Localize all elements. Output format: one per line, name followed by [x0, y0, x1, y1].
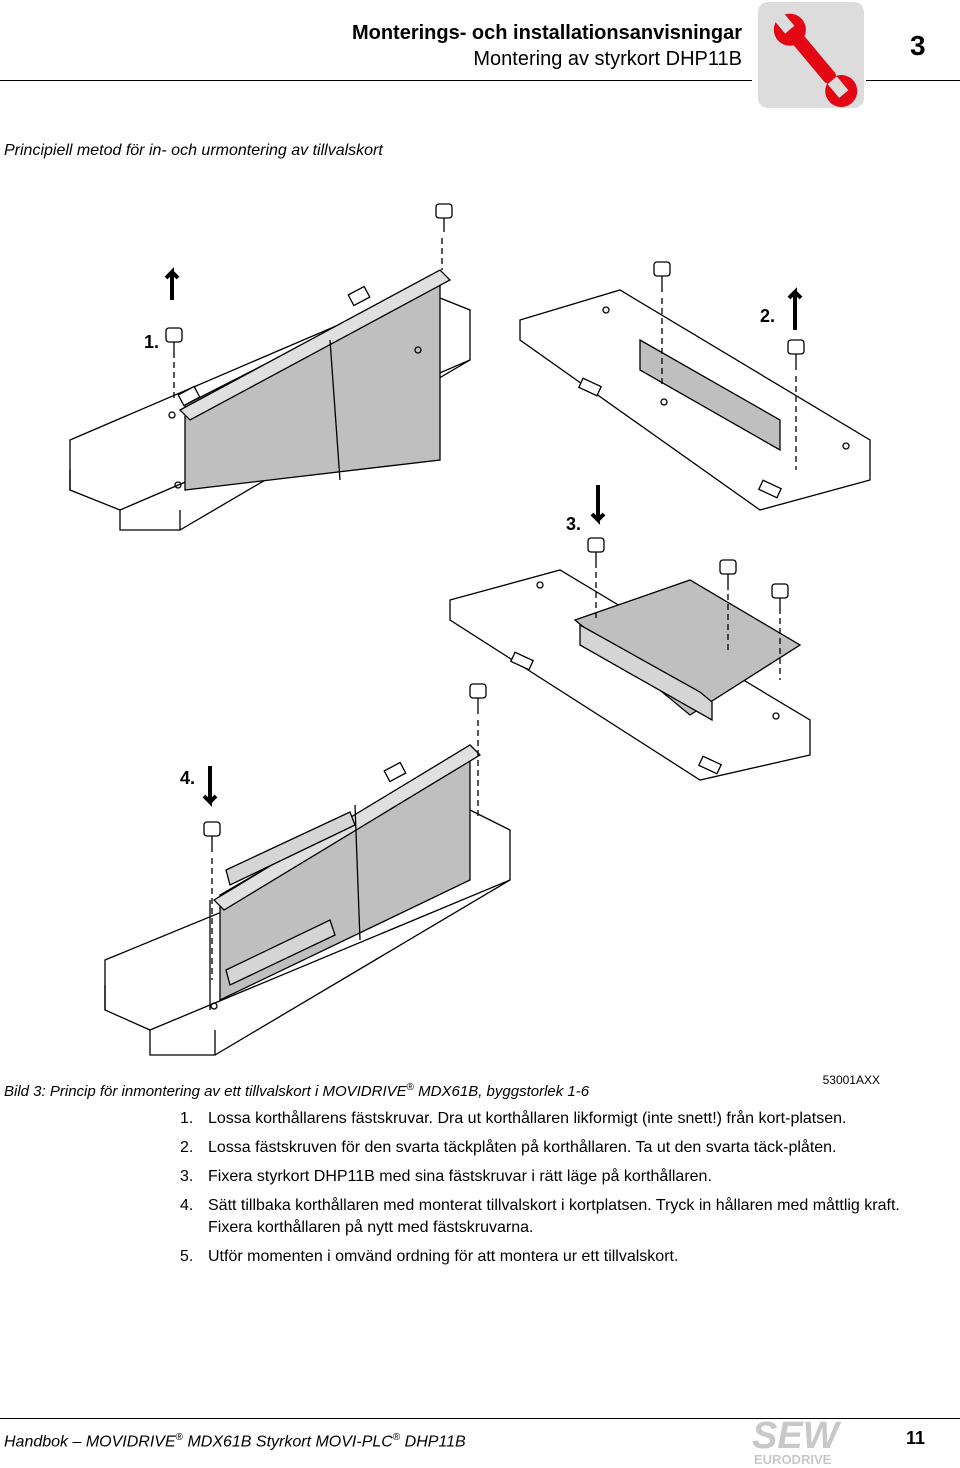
step-text: Fixera styrkort DHP11B med sina fästskru… [208, 1168, 712, 1185]
header-title: Monterings- och installationsanvisningar [351, 22, 742, 44]
step1-assembly [69, 269, 471, 531]
step3-screws [587, 537, 789, 680]
step-number: 3. [180, 1168, 194, 1185]
step-number: 5. [180, 1248, 194, 1265]
list-item: 5. Utför momenten i omvänd ordning för at… [180, 1246, 908, 1268]
step2-screws [653, 261, 805, 470]
wrench-icon [773, 12, 858, 107]
step-number: 1. [180, 1110, 194, 1127]
step-text: Lossa korthållarens fästskruvar. Dra ut … [208, 1110, 847, 1127]
list-item: 3. Fixera styrkort DHP11B med sina fästsk… [180, 1166, 908, 1188]
step-number: 2. [180, 1139, 194, 1156]
step1-screws [165, 203, 453, 400]
step-text: Utför momenten i omvänd ordning för att … [208, 1248, 679, 1265]
footer-title: Handbok – MOVIDRIVE® MDX61B Styrkort MOV… [4, 1432, 466, 1451]
step-label-2: 2. [760, 306, 775, 326]
caption-suffix: MDX61B, byggstorlek 1-6 [414, 1083, 590, 1100]
list-item: 4. Sätt tillbaka korthållaren med montera… [180, 1195, 908, 1239]
step3-assembly [449, 569, 811, 781]
list-item: 1. Lossa korthållarens fästskruvar. Dra u… [180, 1108, 908, 1130]
footer-divider [0, 1418, 960, 1419]
registered-mark: ® [406, 1082, 415, 1093]
mounting-figure: 1. 2. 3. 4. [69, 203, 871, 1056]
registered-mark: ® [175, 1432, 183, 1443]
svg-text:EURODRIVE: EURODRIVE [754, 1452, 832, 1467]
header-subtitle: Montering av styrkort DHP11B [473, 48, 742, 70]
sew-eurodrive-logo: SEW EURODRIVE [752, 1415, 842, 1467]
header-divider [0, 80, 752, 81]
svg-text:SEW: SEW [752, 1415, 842, 1457]
page-number: 11 [906, 1428, 926, 1448]
caption-prefix: Bild 3: Princip för inmontering av ett t… [4, 1083, 407, 1100]
header-divider-right [866, 80, 960, 81]
step2-assembly [519, 289, 871, 511]
step-list: 1. Lossa korthållarens fästskruvar. Dra u… [180, 1108, 908, 1275]
step-text: Lossa fästskruven för den svarta täckplå… [208, 1139, 837, 1156]
registered-mark: ® [392, 1432, 401, 1443]
chapter-tab [758, 2, 864, 108]
step-label-1: 1. [144, 332, 159, 352]
step-label-4: 4. [180, 768, 195, 788]
figure-id: 53001AXX [822, 1073, 880, 1087]
chapter-number: 3 [910, 30, 926, 61]
footer-part2: MDX61B Styrkort MOVI-PLC [183, 1433, 393, 1451]
step-number: 4. [180, 1197, 194, 1214]
figure-caption: Bild 3: Princip för inmontering av ett t… [4, 1082, 589, 1100]
footer-part3: DHP11B [400, 1433, 466, 1451]
footer-part1: Handbok – MOVIDRIVE [4, 1433, 176, 1451]
step4-assembly [104, 744, 511, 1056]
list-item: 2. Lossa fästskruven för den svarta täckp… [180, 1137, 908, 1159]
step-text: Sätt tillbaka korthållaren med monterat … [208, 1197, 900, 1236]
step4-screws [203, 683, 487, 980]
section-heading: Principiell metod för in- och urmonterin… [4, 142, 383, 159]
step-label-3: 3. [566, 514, 581, 534]
